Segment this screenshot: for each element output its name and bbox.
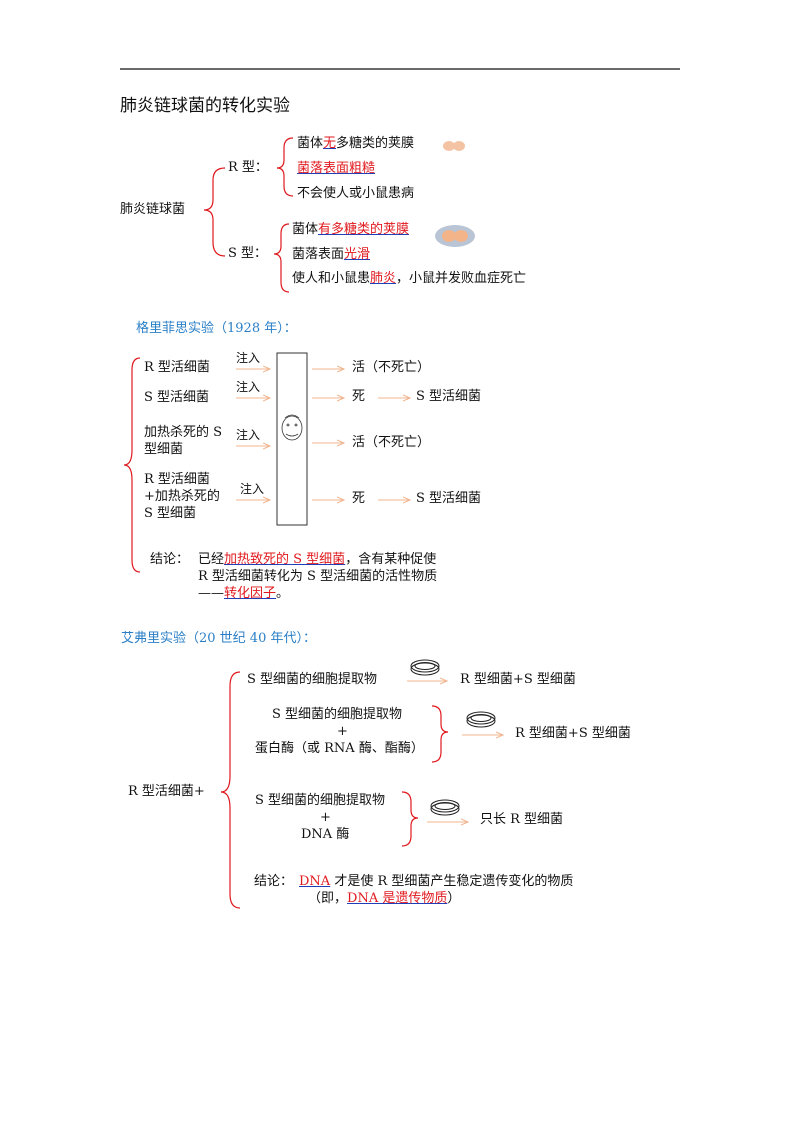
r-type-label: R 型： xyxy=(228,160,268,175)
avery-conclusion-line1: DNA 才是使 R 型细菌产生稳定遗传变化的物质 xyxy=(299,874,574,889)
avery-root: R 型活细菌+ xyxy=(128,784,205,799)
avery-result-1: R 型细菌+S 型细菌 xyxy=(460,672,576,687)
avery-group1: S 型细菌的细胞提取物 xyxy=(247,672,378,687)
griffith-conclusion-line3: ——转化因子。 xyxy=(198,586,290,601)
avery-group3-brace xyxy=(401,791,419,847)
page-title: 肺炎链球菌的转化实验 xyxy=(120,96,290,116)
r-bacteria-icon xyxy=(443,141,465,151)
griffith-heading: 格里菲思实验（1928 年）： xyxy=(136,321,297,336)
griffith-brace xyxy=(123,357,141,573)
classification-root: 肺炎链球菌 xyxy=(120,202,186,217)
griffith-input-3a: 加热杀死的 S xyxy=(144,425,223,440)
griffith-result-3: 活（不死亡） xyxy=(352,435,431,450)
griffith-conclusion-label: 结论： xyxy=(150,552,190,567)
inject-label: 注入 xyxy=(240,482,265,496)
inject-label: 注入 xyxy=(236,428,261,442)
griffith-input-4a: R 型活细菌 xyxy=(144,472,210,487)
mouse-box xyxy=(276,352,308,526)
griffith-input-4b: +加热杀死的 xyxy=(144,489,220,504)
s-item-3: 使人和小鼠患肺炎，小鼠并发败血症死亡 xyxy=(292,271,527,286)
mouse-icon xyxy=(281,414,303,441)
inject-label: 注入 xyxy=(236,351,261,365)
petri-dish-icon-1 xyxy=(410,659,440,676)
s-bacteria-icon xyxy=(435,225,475,247)
inject-label: 注入 xyxy=(236,380,261,394)
root-brace xyxy=(203,167,226,257)
petri-dish-icon-2 xyxy=(466,711,496,728)
avery-group3-line2: + xyxy=(320,810,331,825)
avery-group3-line3: DNA 酶 xyxy=(301,827,350,842)
avery-heading: 艾弗里实验（20 世纪 40 年代）： xyxy=(121,631,316,646)
s-type-label: S 型： xyxy=(228,246,268,261)
griffith-conclusion-line2: R 型活细菌转化为 S 型活细菌的活性物质 xyxy=(198,569,438,584)
avery-conclusion-label: 结论： xyxy=(254,874,294,889)
avery-result-2: R 型细菌+S 型细菌 xyxy=(515,726,631,741)
avery-group2-line1: S 型细菌的细胞提取物 xyxy=(272,707,403,722)
griffith-input-2: S 型活细菌 xyxy=(144,390,210,405)
griffith-conclusion-line1: 已经加热致死的 S 型细菌，含有某种促使 xyxy=(198,552,437,567)
avery-group2-brace xyxy=(431,705,449,763)
r-item-2: 菌落表面粗糙 xyxy=(297,161,376,176)
griffith-result-1: 活（不死亡） xyxy=(352,360,431,375)
griffith-result-4b: S 型活细菌 xyxy=(416,491,482,506)
griffith-input-3b: 型细菌 xyxy=(144,442,184,457)
r-item-1: 菌体无多糖类的荚膜 xyxy=(297,136,415,151)
r-item-3: 不会使人或小鼠患病 xyxy=(297,186,415,201)
avery-conclusion-line2: （即，DNA 是遗传物质） xyxy=(308,891,461,906)
r-brace xyxy=(276,137,294,197)
griffith-result-2b: S 型活细菌 xyxy=(416,389,482,404)
griffith-input-1: R 型活细菌 xyxy=(144,360,210,375)
avery-group2-line2: + xyxy=(337,724,348,739)
avery-brace xyxy=(220,671,241,909)
avery-result-3: 只长 R 型细菌 xyxy=(480,812,564,827)
avery-group2-line3: 蛋白酶（或 RNA 酶、酯酶） xyxy=(255,741,424,756)
petri-dish-icon-3 xyxy=(430,799,460,816)
s-item-2: 菌落表面光滑 xyxy=(292,247,371,262)
griffith-result-4: 死 xyxy=(352,491,366,506)
avery-group3-line1: S 型细菌的细胞提取物 xyxy=(255,793,386,808)
griffith-result-2: 死 xyxy=(352,389,366,404)
s-brace xyxy=(273,223,290,293)
griffith-input-4c: S 型细菌 xyxy=(144,506,197,521)
s-item-1: 菌体有多糖类的荚膜 xyxy=(292,222,410,237)
